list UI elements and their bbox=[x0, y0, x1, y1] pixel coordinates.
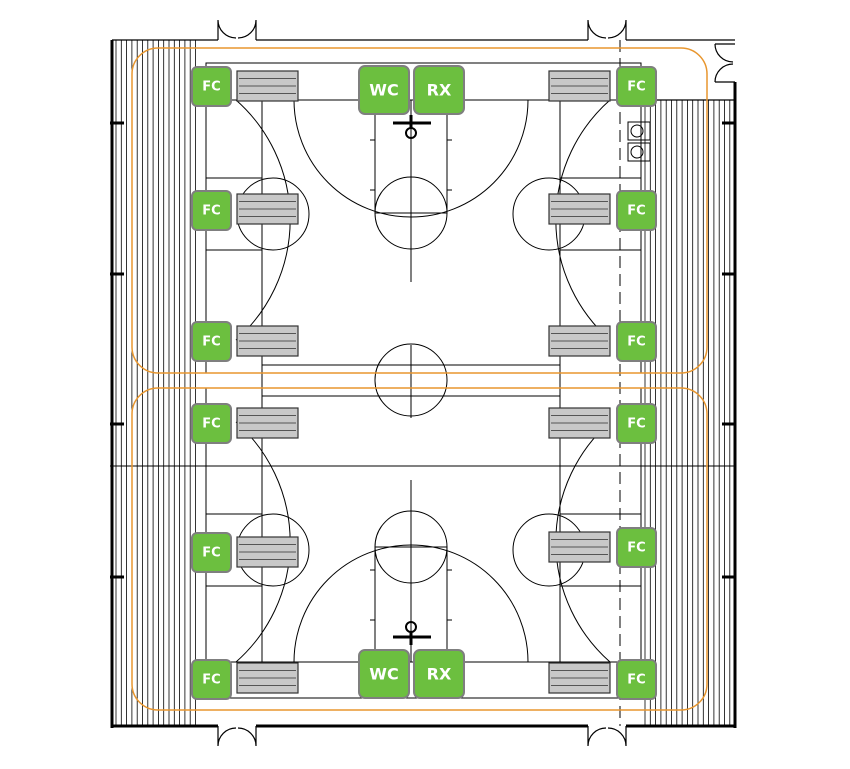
doors bbox=[217, 19, 735, 747]
fc-label: FC bbox=[202, 335, 220, 350]
fc-label: FC bbox=[202, 80, 220, 95]
rx-label-top: RX bbox=[427, 81, 452, 100]
wc-badge-top[interactable]: WC bbox=[358, 65, 410, 115]
fc-badge[interactable]: FC bbox=[191, 321, 232, 362]
fc-badge[interactable]: FC bbox=[191, 659, 232, 700]
benches bbox=[236, 70, 611, 694]
fc-label: FC bbox=[627, 417, 645, 432]
fc-label: FC bbox=[202, 204, 220, 219]
bench bbox=[236, 70, 299, 102]
fc-label: FC bbox=[627, 204, 645, 219]
bench bbox=[236, 407, 299, 439]
court-lines bbox=[205, 62, 642, 699]
bench bbox=[548, 70, 611, 102]
fc-badge[interactable]: FC bbox=[616, 66, 657, 107]
fc-badge[interactable]: FC bbox=[616, 403, 657, 444]
rx-badge-top[interactable]: RX bbox=[413, 65, 465, 115]
bench bbox=[236, 536, 299, 568]
fc-badge[interactable]: FC bbox=[191, 66, 232, 107]
bench bbox=[548, 193, 611, 225]
fc-label: FC bbox=[202, 673, 220, 688]
wc-label-top: WC bbox=[369, 81, 398, 100]
fc-label: FC bbox=[627, 80, 645, 95]
bench bbox=[548, 407, 611, 439]
bench bbox=[548, 662, 611, 694]
fc-badge[interactable]: FC bbox=[616, 321, 657, 362]
fc-badge[interactable]: FC bbox=[616, 527, 657, 568]
wc-badge-bottom[interactable]: WC bbox=[358, 649, 410, 699]
fc-label: FC bbox=[627, 541, 645, 556]
wc-label-bottom: WC bbox=[369, 665, 398, 684]
fc-badges: FC FC FC FC FC FC FC FC FC FC FC FC bbox=[191, 66, 657, 700]
zone-outlines bbox=[131, 47, 708, 711]
bench bbox=[548, 531, 611, 563]
fc-badge[interactable]: FC bbox=[191, 403, 232, 444]
fc-label: FC bbox=[202, 546, 220, 561]
rx-badge-bottom[interactable]: RX bbox=[413, 649, 465, 699]
fc-badge[interactable]: FC bbox=[616, 659, 657, 700]
fc-label: FC bbox=[202, 417, 220, 432]
fc-label: FC bbox=[627, 673, 645, 688]
outer-walls bbox=[110, 39, 737, 728]
bench bbox=[236, 325, 299, 357]
fc-badge[interactable]: FC bbox=[616, 190, 657, 231]
rx-label-bottom: RX bbox=[427, 665, 452, 684]
fc-label: FC bbox=[627, 335, 645, 350]
fc-badge[interactable]: FC bbox=[191, 190, 232, 231]
fc-badge[interactable]: FC bbox=[191, 532, 232, 573]
bench bbox=[236, 662, 299, 694]
wall-fixtures bbox=[627, 121, 651, 162]
bench bbox=[236, 193, 299, 225]
bench bbox=[548, 325, 611, 357]
